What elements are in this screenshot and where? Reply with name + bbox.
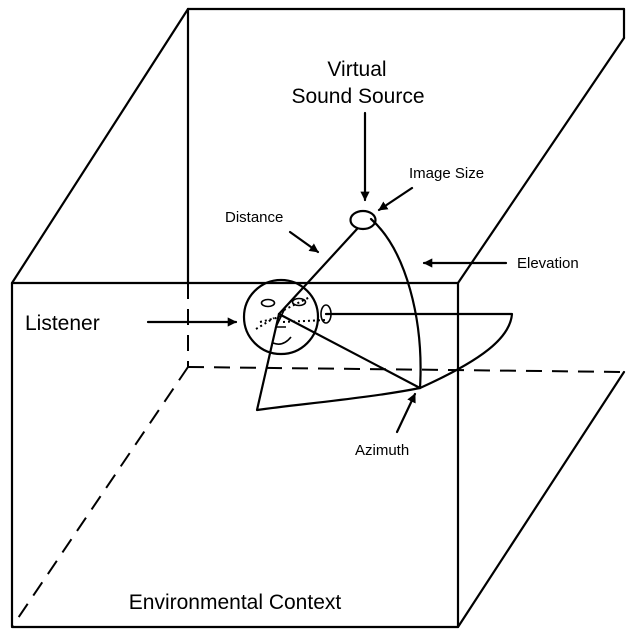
label-sound-source: Sound Source [291,85,424,108]
label-azimuth: Azimuth [355,442,409,459]
right-eye [291,297,307,307]
room-front-face [10,281,460,629]
head-outline [242,278,320,356]
listener-to-azimuth-line [277,312,422,390]
distance-arrow [288,230,320,254]
distance-line [277,227,359,316]
listener-head [242,278,332,356]
room-box [10,7,626,629]
room-bottom-right-edge [456,370,626,629]
room-top-right-edge [456,36,626,285]
ear [320,304,332,324]
room-hidden-floor-left-edge [11,366,189,628]
label-image-size: Image Size [409,165,484,182]
label-listener: Listener [25,312,100,335]
room-top-left-edge [10,7,190,285]
label-elevation: Elevation [517,255,579,272]
elevation-arc [369,217,422,390]
label-environmental-context: Environmental Context [129,591,342,614]
azimuth-arrow [395,392,417,434]
label-distance: Distance [225,209,283,226]
azimuth-plane-outline [255,312,514,412]
room-hidden-floor-back-edge [187,366,625,373]
annotation-arrows [146,111,508,434]
label-virtual: Virtual [327,58,386,81]
image-size-arrow [377,186,414,212]
left-eye [260,298,276,308]
labels: Virtual Sound Source Image Size Distance… [25,58,579,614]
nose [274,305,287,328]
mouth [272,336,292,345]
spatial-geometry [255,209,514,412]
virtual-sound-source [349,209,377,231]
head-dotted-marks [255,295,327,330]
